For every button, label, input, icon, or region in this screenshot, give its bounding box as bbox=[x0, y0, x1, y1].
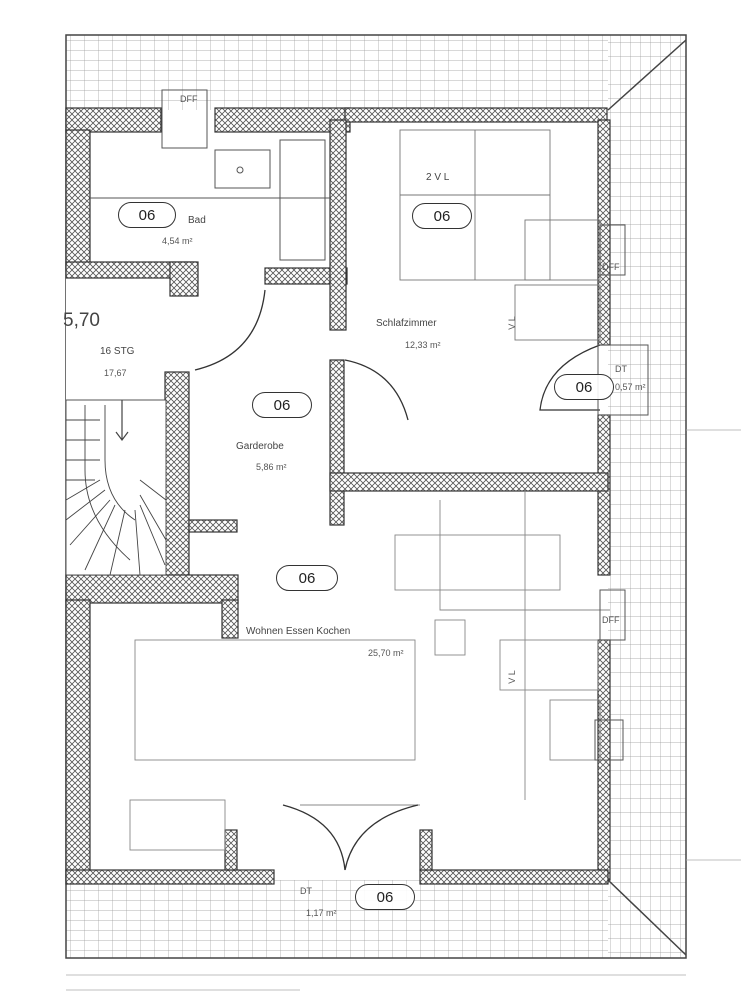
stair-level: 5,70 bbox=[63, 310, 100, 331]
dormer-bottom-area: 1,17 m² bbox=[306, 908, 337, 918]
room-tag-wardrobe: 06 bbox=[252, 392, 312, 418]
room-area-bedroom: 12,33 m² bbox=[405, 340, 441, 350]
stair-rise: 17,67 bbox=[104, 368, 127, 378]
room-area-living: 25,70 m² bbox=[368, 648, 404, 658]
bedroom-furniture bbox=[399, 129, 601, 341]
room-name-bath: Bad bbox=[188, 215, 206, 226]
roof-area-right bbox=[608, 35, 686, 958]
room-tag-dormer-right: 06 bbox=[554, 374, 614, 400]
dormer-bottom-name: DT bbox=[300, 886, 312, 896]
room-tag-bedroom: 06 bbox=[412, 203, 472, 229]
room-name-wardrobe: Garderobe bbox=[236, 441, 284, 452]
room-area-bath: 4,54 m² bbox=[162, 236, 193, 246]
walls bbox=[65, 107, 611, 885]
room-name-living: Wohnen Essen Kochen bbox=[246, 626, 351, 637]
room-tag-bath: 06 bbox=[118, 202, 176, 228]
dormer-right-name: DT bbox=[615, 364, 627, 374]
living-furniture bbox=[129, 490, 610, 851]
roof-area-top bbox=[66, 35, 686, 110]
stair-steps: 16 STG bbox=[100, 346, 135, 357]
room-tag-dormer-bottom: 06 bbox=[355, 884, 415, 910]
dff-mark-top: DFF bbox=[180, 94, 198, 104]
staircase bbox=[65, 399, 167, 576]
door-swings bbox=[194, 289, 601, 871]
bath-fixtures bbox=[90, 89, 330, 261]
dff-mark-right: DFF bbox=[602, 262, 620, 272]
dormer-right-area: 0,57 m² bbox=[615, 382, 646, 392]
room-area-wardrobe: 5,86 m² bbox=[256, 462, 287, 472]
vl-mark-bedroom: V L bbox=[506, 316, 517, 330]
room-name-bedroom: Schlafzimmer bbox=[376, 318, 437, 329]
room-tag-living: 06 bbox=[276, 565, 338, 591]
vl-mark-living: V L bbox=[506, 670, 517, 684]
bedroom-note: 2 V L bbox=[426, 172, 450, 183]
dff-mark-lower: DFF bbox=[602, 615, 620, 625]
